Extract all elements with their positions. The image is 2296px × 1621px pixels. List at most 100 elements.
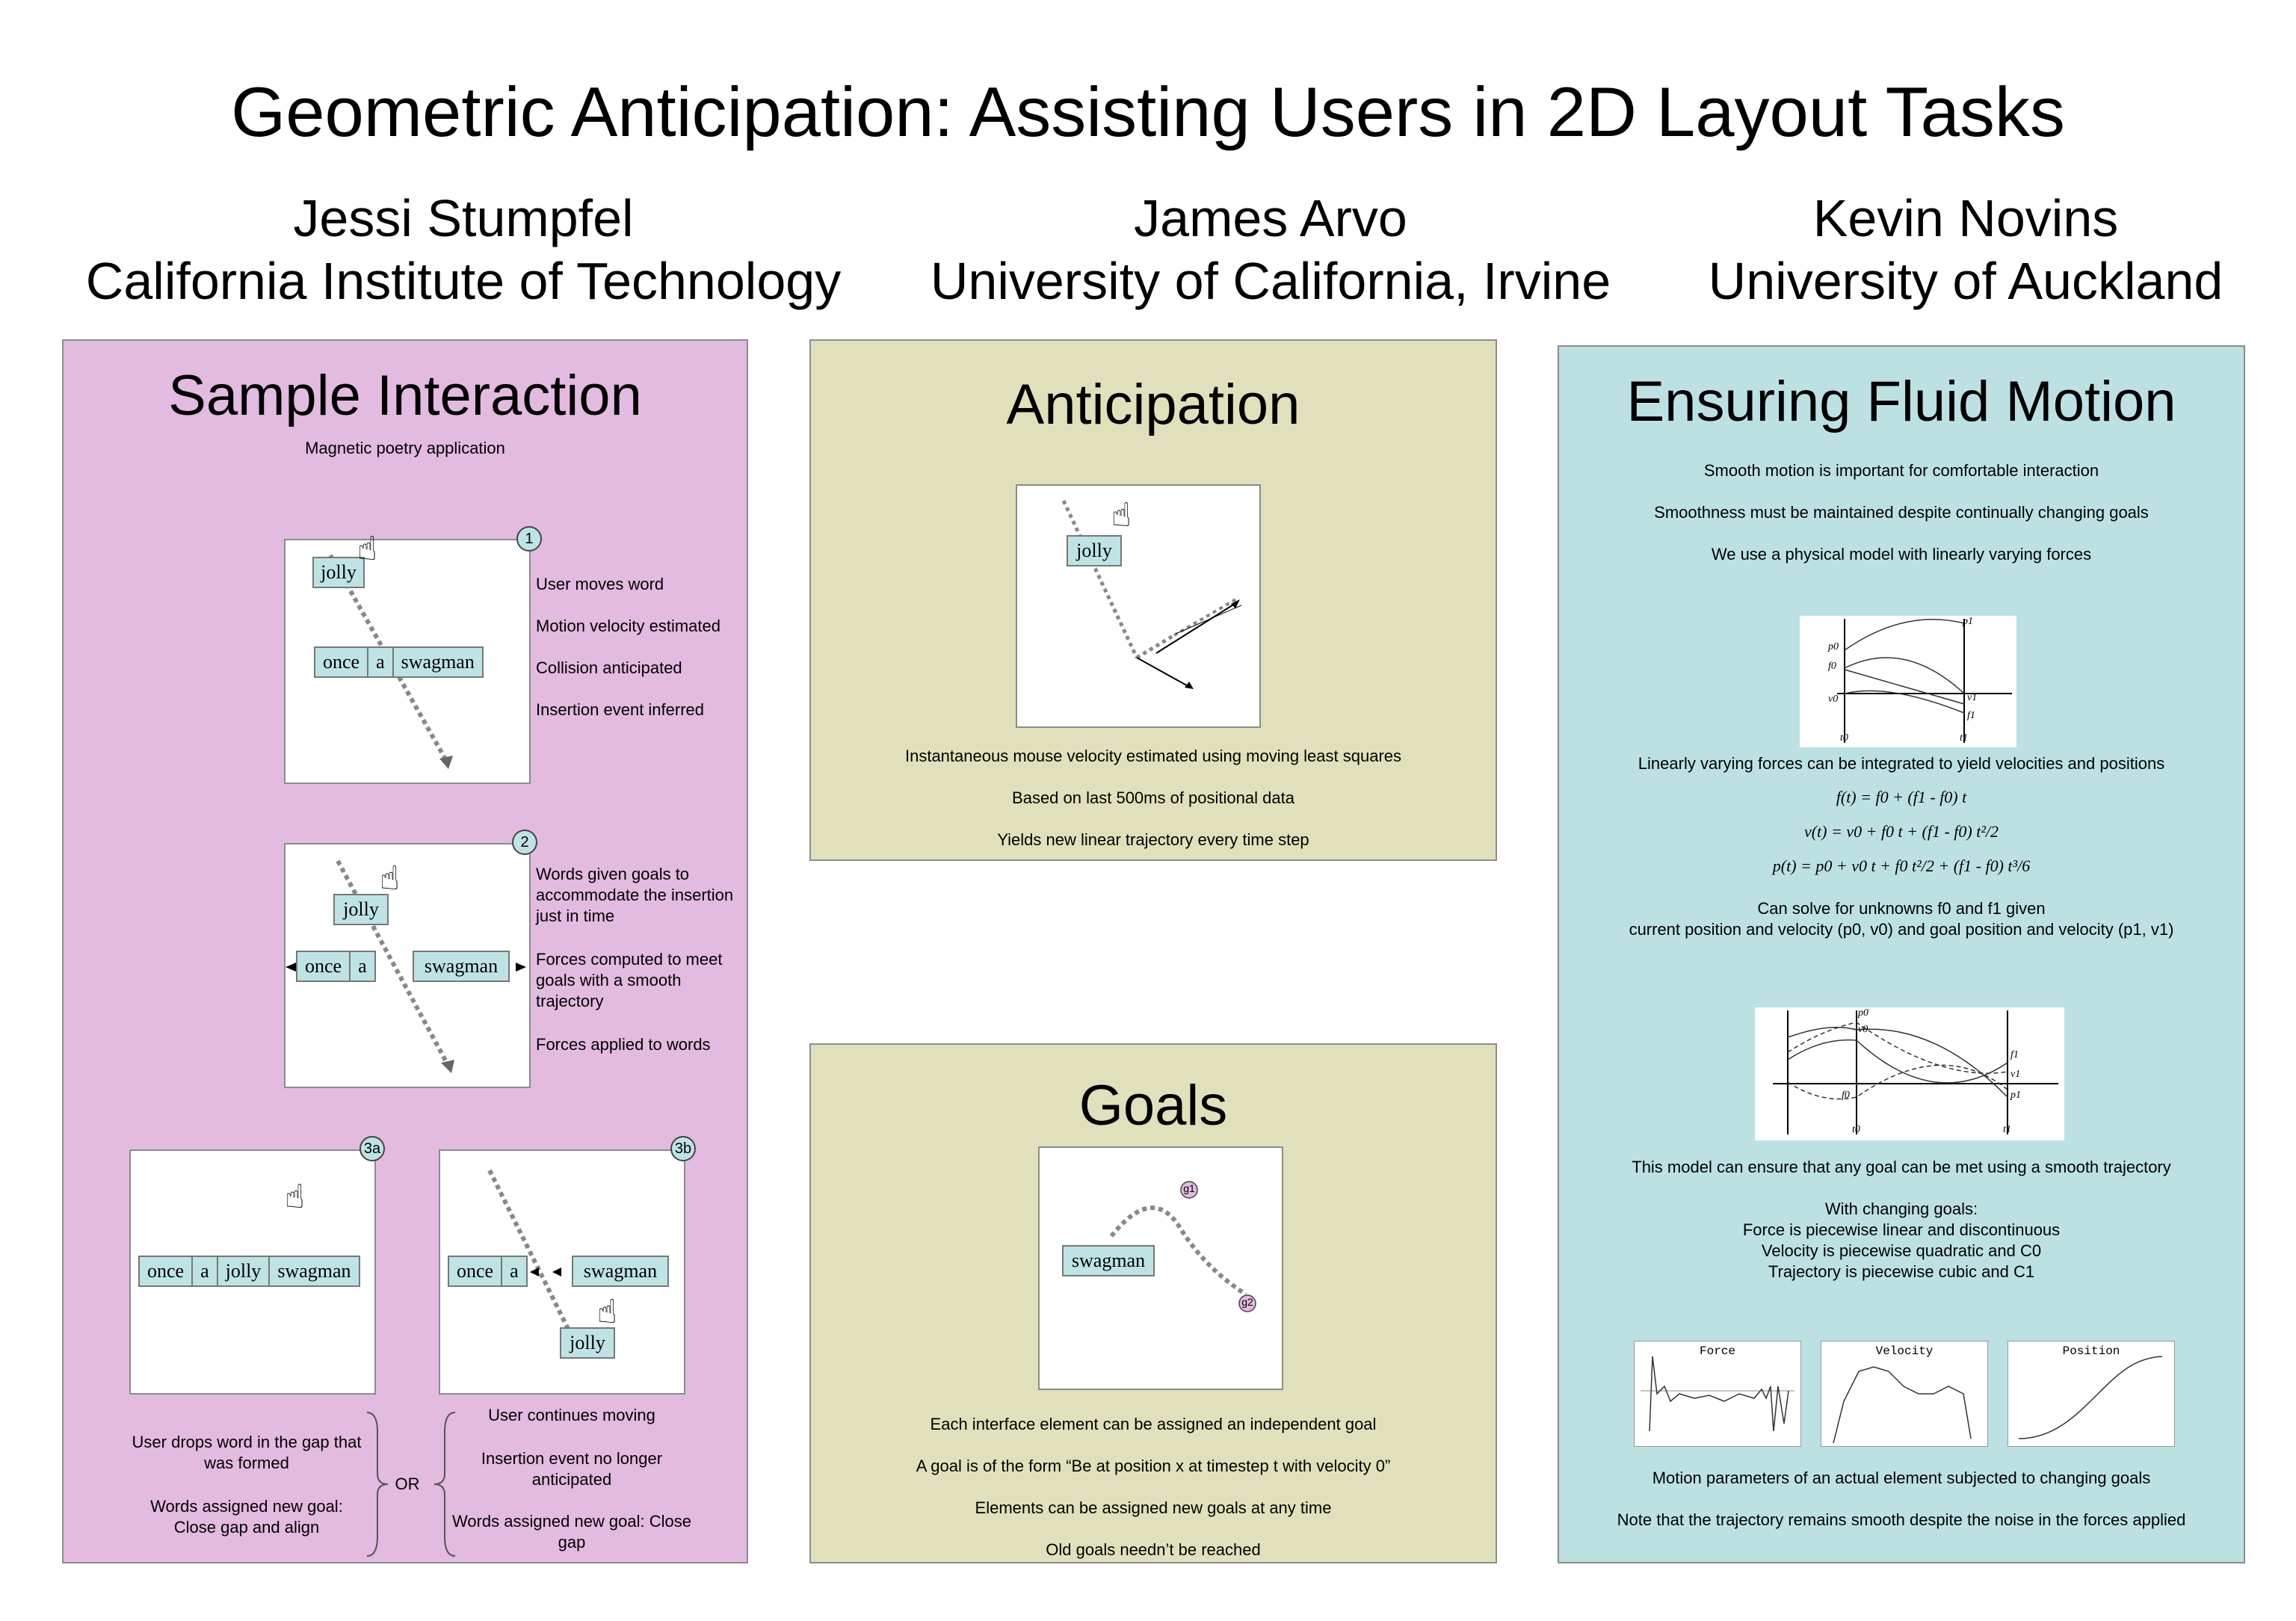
equation-force: f(t) = f0 + (f1 - f0) t xyxy=(1836,788,1967,806)
anticipation-note: Yields new linear trajectory every time … xyxy=(997,830,1309,849)
fluid-changing: With changing goals: xyxy=(1824,1199,1978,1218)
graph-curves xyxy=(1773,1010,2058,1134)
fluid-intro: Smoothness must be maintained despite co… xyxy=(1654,503,2149,522)
graph-label: v0 xyxy=(1828,694,1839,705)
fluid-motion-panel: Ensuring Fluid Motion Smooth motion is i… xyxy=(1558,345,2245,1563)
step-badge: 2 xyxy=(512,830,537,855)
goals-note: Old goals needn’t be reached xyxy=(1046,1540,1261,1559)
word-tile[interactable]: swagman xyxy=(401,651,475,673)
anticipation-panel: Anticipation jolly ☝ Instantaneous mouse… xyxy=(809,339,1497,861)
step3b-figure: once a swagman jolly ☝ xyxy=(439,1149,685,1395)
step2-figure: jolly once a swagman ☝ xyxy=(284,843,531,1088)
step2-note: Forces applied to words xyxy=(536,1035,711,1054)
author-name: James Arvo xyxy=(1134,189,1407,247)
graph-label: p1 xyxy=(2010,1090,2021,1101)
step2-note: Words given goals to accommodate the ins… xyxy=(536,865,734,925)
word-tile[interactable]: a xyxy=(193,1257,218,1285)
word-tile[interactable]: a xyxy=(368,648,394,676)
step2-note: Forces computed to meet goals with a smo… xyxy=(536,950,723,1010)
or-label: OR xyxy=(395,1475,420,1493)
graph-curves xyxy=(1837,619,2012,743)
velocity-plot: Velocity xyxy=(1821,1341,1988,1447)
graph-label: t1 xyxy=(2003,1124,2011,1135)
word-tile[interactable]: once xyxy=(140,1257,194,1285)
graph-label: f1 xyxy=(2010,1049,2019,1060)
poster-title: Geometric Anticipation: Assisting Users … xyxy=(231,72,2065,151)
panel-title: Ensuring Fluid Motion xyxy=(1626,370,2176,433)
word-tile[interactable]: a xyxy=(358,955,367,977)
fluid-changing: Trajectory is piecewise cubic and C1 xyxy=(1768,1262,2035,1281)
word-row: once a xyxy=(448,1256,528,1287)
plot-title: Position xyxy=(2062,1344,2120,1358)
moving-word[interactable]: jolly xyxy=(312,557,365,588)
author-name: Kevin Novins xyxy=(1812,189,2119,247)
step3b-note: Insertion event no longer anticipated xyxy=(481,1449,663,1489)
fluid-changing: Velocity is piecewise quadratic and C0 xyxy=(1761,1241,2042,1260)
step3a-note: Words assigned new goal: Close gap and a… xyxy=(150,1497,343,1537)
plot-title: Velocity xyxy=(1875,1344,1934,1358)
fluid-ensure: This model can ensure that any goal can … xyxy=(1632,1158,2171,1176)
word-tile[interactable]: swagman xyxy=(277,1260,351,1282)
plot-title: Force xyxy=(1699,1344,1735,1358)
moving-word[interactable]: swagman xyxy=(1062,1245,1155,1276)
hand-cursor-icon: ☝ xyxy=(357,531,377,567)
fluid-outro: Note that the trajectory remains smooth … xyxy=(1617,1510,2186,1529)
step-badge: 1 xyxy=(516,526,542,552)
trajectory-arrow xyxy=(487,1169,578,1347)
goals-note: Elements can be assigned new goals at an… xyxy=(975,1498,1332,1517)
force-curve xyxy=(1641,1356,1794,1432)
force-velocity-position-graph: p1 p0 f0 v0 v1 f1 t0 t1 xyxy=(1800,616,2016,747)
author-block-2: James Arvo University of California, Irv… xyxy=(897,187,1644,312)
graph-label: t0 xyxy=(1840,732,1848,744)
anticipation-note: Based on last 500ms of positional data xyxy=(1012,788,1294,807)
position-plot: Position xyxy=(2008,1341,2175,1447)
word-tile[interactable]: once xyxy=(297,952,351,981)
panel-title: Anticipation xyxy=(1006,373,1300,436)
velocity-trajectory xyxy=(1061,499,1242,689)
trajectory-arrow xyxy=(328,554,453,769)
graph-label: f0 xyxy=(1842,1090,1850,1101)
step1-note: User moves word xyxy=(536,575,664,593)
step-badge: 3b xyxy=(670,1136,696,1161)
panel-subtitle: Magnetic poetry application xyxy=(305,439,505,457)
anticipation-figure: jolly ☝ xyxy=(1016,484,1261,728)
step3b-note: User continues moving xyxy=(488,1406,655,1424)
changing-goals-graph: p0 v0 f1 v1 p1 f0 t0 t1 xyxy=(1755,1007,2064,1140)
author-affiliation: California Institute of Technology xyxy=(85,252,842,310)
word-tile[interactable]: once xyxy=(315,648,369,676)
goals-panel: Goals g1 g2 swagman Each interface eleme… xyxy=(809,1043,1497,1563)
fluid-integrate: Linearly varying forces can be integrate… xyxy=(1638,754,2165,773)
word-tile[interactable]: once xyxy=(449,1257,503,1285)
fluid-outro: Motion parameters of an actual element s… xyxy=(1652,1469,2151,1487)
word-tile[interactable]: swagman xyxy=(572,1256,669,1287)
word-tile[interactable]: swagman xyxy=(413,951,510,982)
author-affiliation: University of California, Irvine xyxy=(930,252,1611,310)
goals-figure: g1 g2 swagman xyxy=(1038,1146,1283,1390)
fluid-solve: Can solve for unknowns f0 and f1 given xyxy=(1757,899,2046,918)
word-tile[interactable]: jolly xyxy=(218,1257,271,1285)
step3b-note: Words assigned new goal: Close gap xyxy=(452,1512,691,1551)
sample-interaction-panel: Sample Interaction Magnetic poetry appli… xyxy=(62,339,748,1563)
word-tile[interactable]: a xyxy=(510,1260,519,1282)
graph-label: f1 xyxy=(1967,710,1975,721)
anticipation-note: Instantaneous mouse velocity estimated u… xyxy=(904,747,1402,765)
word-row: once a jolly swagman xyxy=(138,1256,360,1287)
velocity-curve xyxy=(1833,1366,1972,1444)
hand-cursor-icon: ☝ xyxy=(285,1179,305,1215)
moving-word[interactable]: jolly xyxy=(1067,535,1122,566)
step1-note: Collision anticipated xyxy=(536,658,682,677)
word-row: once a swagman xyxy=(314,646,484,678)
moving-word[interactable]: jolly xyxy=(560,1327,615,1359)
goal-path xyxy=(1109,1181,1256,1312)
moving-word[interactable]: jolly xyxy=(333,894,389,925)
equation-velocity: v(t) = v0 + f0 t + (f1 - f0) t²/2 xyxy=(1803,822,1999,841)
step1-note: Motion velocity estimated xyxy=(536,617,720,635)
panel-title: Sample Interaction xyxy=(168,364,642,427)
goal-marker: g2 xyxy=(1241,1296,1253,1308)
graph-label: t0 xyxy=(1852,1124,1860,1135)
graph-label: v1 xyxy=(2010,1069,2021,1080)
graph-label: p0 xyxy=(1828,641,1839,652)
author-block-1: Jessi Stumpfel California Institute of T… xyxy=(45,187,882,312)
step3a-note: User drops word in the gap that was form… xyxy=(132,1433,362,1472)
fluid-solve: current position and velocity (p0, v0) a… xyxy=(1629,920,2174,939)
